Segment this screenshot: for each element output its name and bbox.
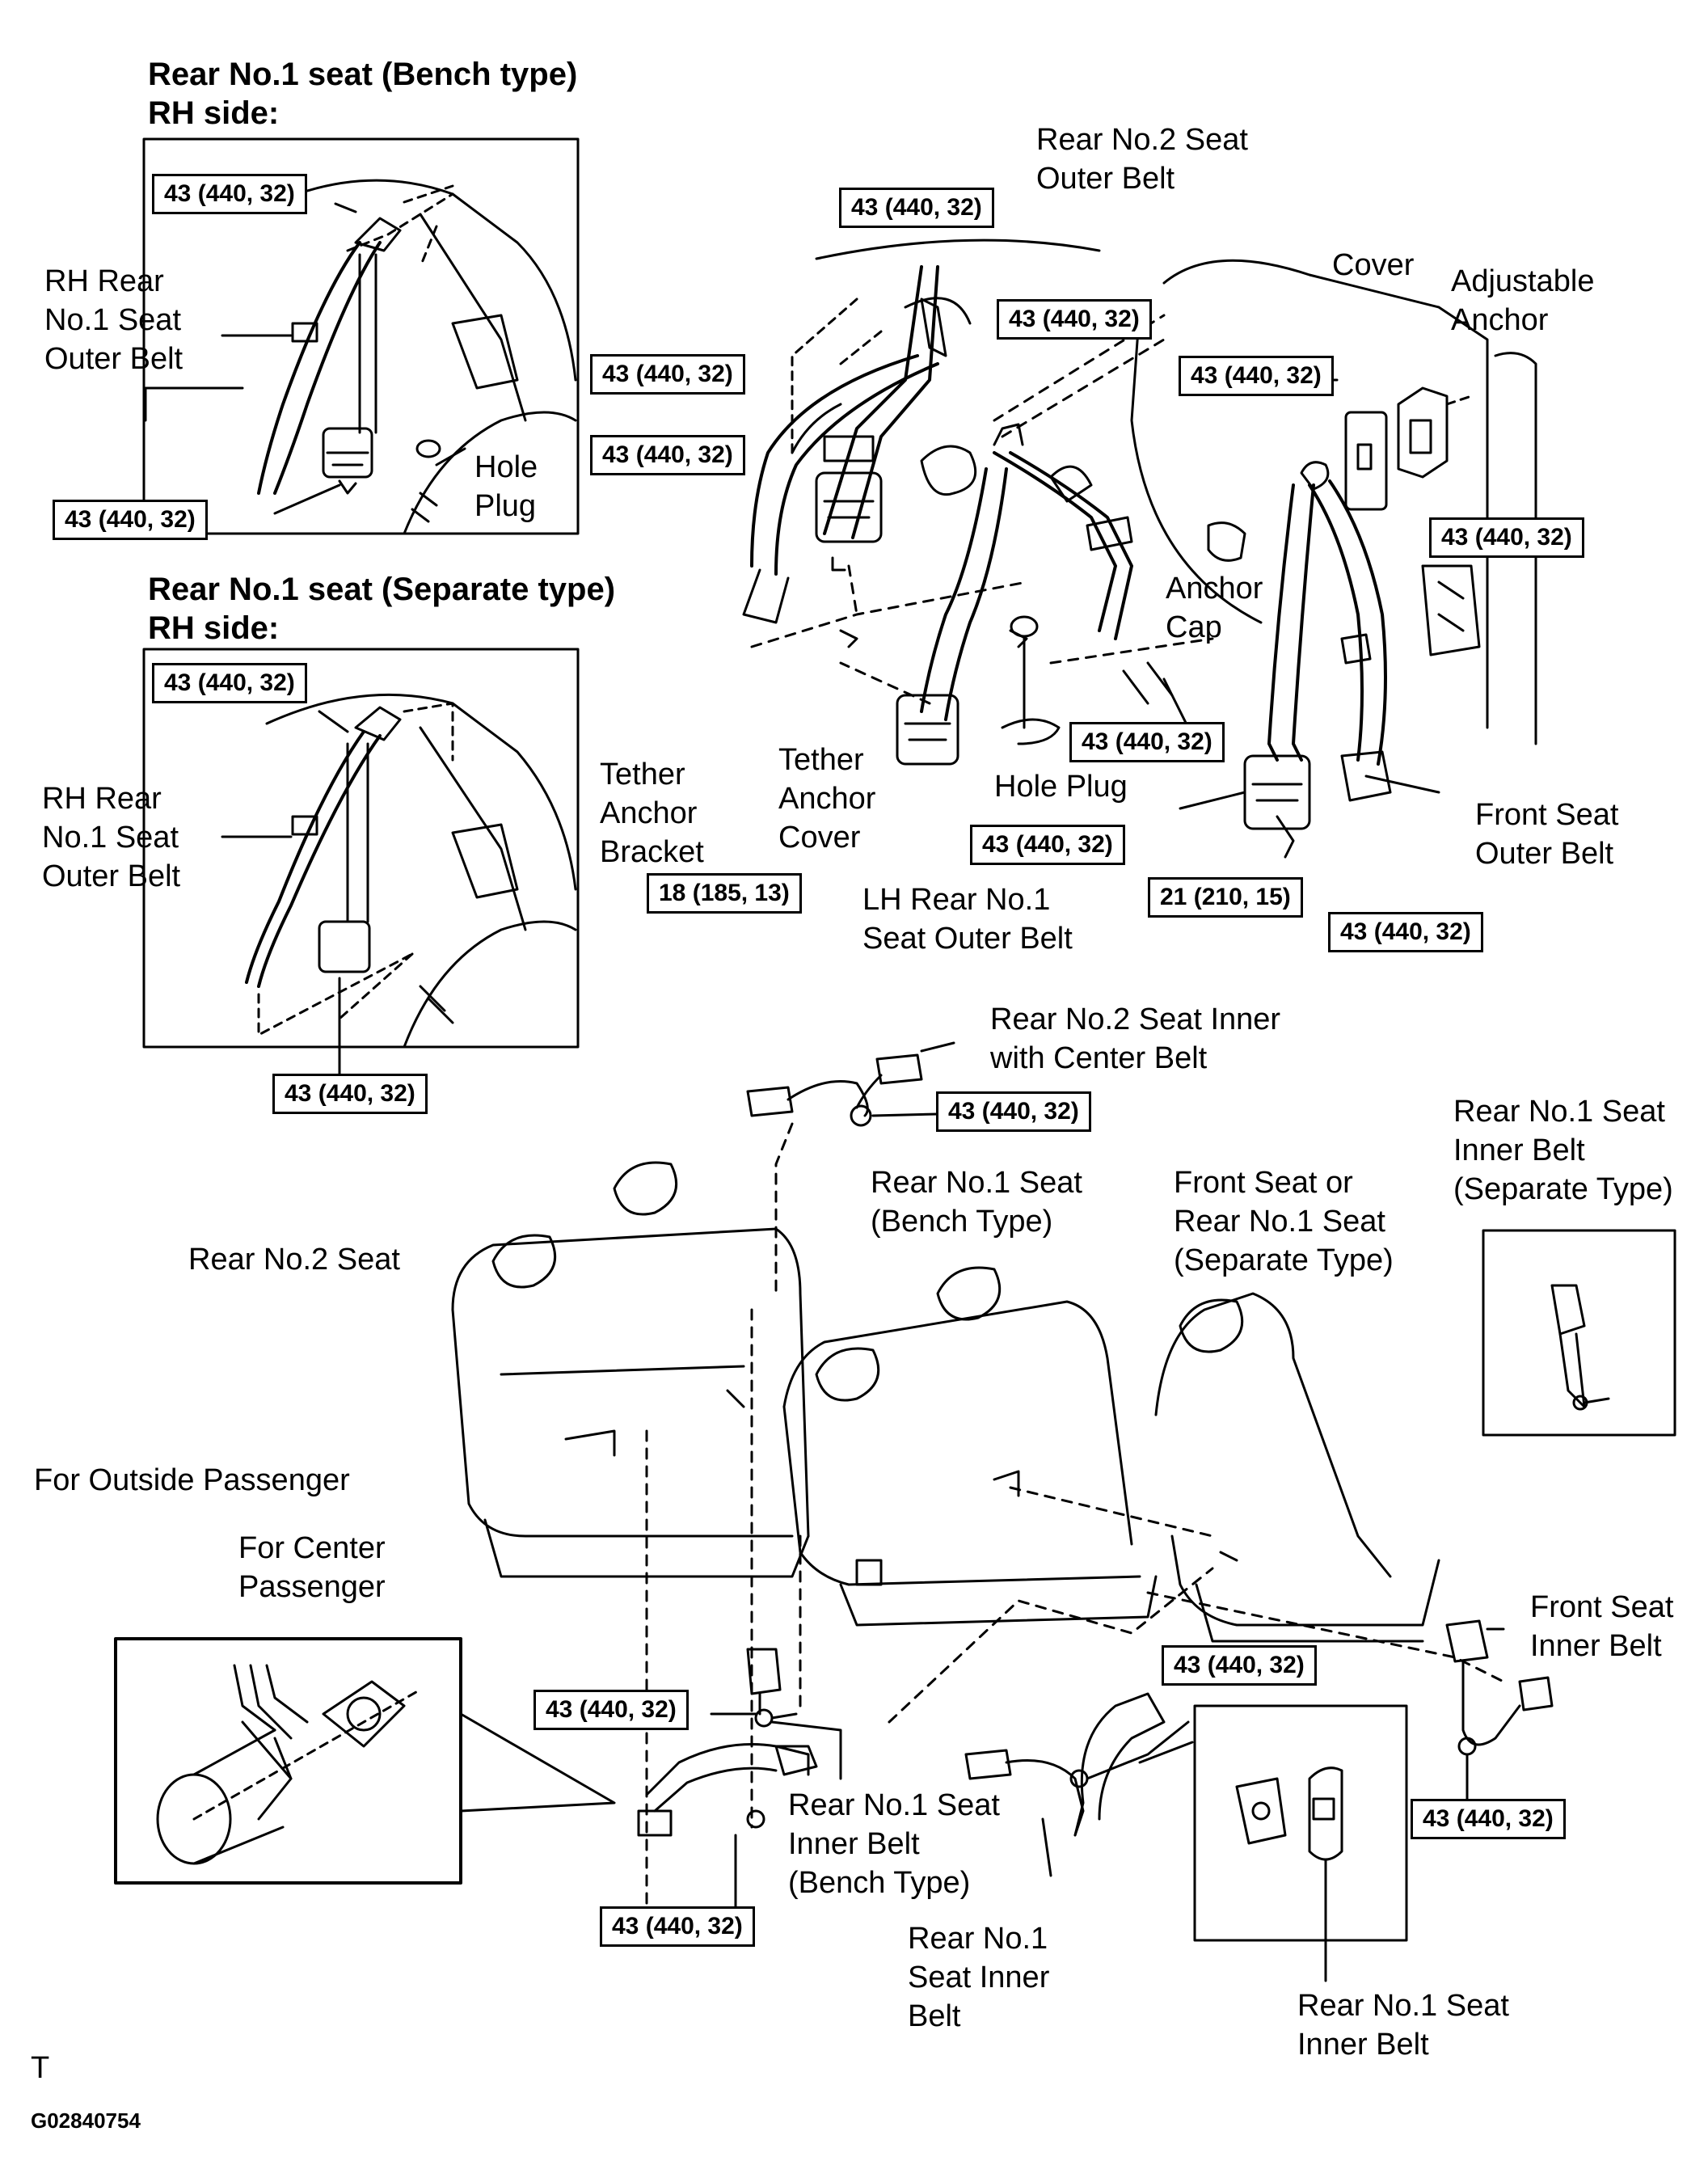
footer-mark: T [31,2051,50,2085]
label-rh-outer-bench-1: RH Rear [44,264,164,298]
label-anchor-cap-2: Cap [1166,610,1222,644]
rear-no1-bench-seat [782,1266,1158,1627]
label-rh-outer-sep-2: No.1 Seat [42,821,179,855]
header-separate-type: Rear No.1 seat (Separate type) [148,572,616,607]
label-rear1-inner-2: Seat Inner [908,1961,1050,1994]
header-bench-side: RH side: [148,95,280,131]
label-front-or-rear-3: (Separate Type) [1174,1243,1394,1277]
label-anchor-cap-1: Anchor [1166,572,1263,606]
label-rear2-outer-2: Outer Belt [1036,162,1175,196]
label-rear2-inner-2: with Center Belt [990,1041,1208,1075]
label-front-inner-1: Front Seat [1530,1590,1674,1624]
label-rear1-inner-bench-2: Inner Belt [788,1827,920,1861]
label-rear1-inner-right-2: Inner Belt [1297,2028,1429,2062]
label-front-or-rear-2: Rear No.1 Seat [1174,1205,1385,1239]
label-rh-outer-sep-3: Outer Belt [42,859,181,893]
bench-inset-frame [142,137,580,535]
label-rear1-inner-sep-3: (Separate Type) [1453,1172,1673,1206]
label-rear1-inner-1: Rear No.1 [908,1922,1048,1956]
footer-code: G02840754 [31,2108,141,2133]
label-lh-outer-1: LH Rear No.1 [862,883,1051,917]
label-hole-plug-1: Hole [474,450,538,484]
label-tether-cover-1: Tether [778,743,864,777]
label-cover: Cover [1332,248,1415,282]
rear-no2-seat [451,1161,810,1578]
label-center-passenger-2: Passenger [238,1570,386,1604]
torque-box: 43 (440, 32) [53,500,208,540]
label-tether-cover-3: Cover [778,821,861,855]
label-adjustable-anchor-2: Anchor [1451,303,1549,337]
torque-box: 43 (440, 32) [152,174,307,214]
label-rear1-bench-seat-1: Rear No.1 Seat [871,1166,1082,1200]
label-hole-plug-2: Plug [474,489,537,523]
label-hole-plug-middle: Hole Plug [994,770,1128,804]
torque-box: 43 (440, 32) [1069,722,1225,762]
torque-box: 43 (440, 32) [272,1074,428,1114]
torque-box-tether-bolt: 18 (185, 13) [647,873,802,914]
front-or-rear-sep-seat [1154,1292,1440,1643]
torque-box: 43 (440, 32) [1429,517,1584,558]
torque-box-front-lower: 21 (210, 15) [1148,877,1303,918]
label-front-or-rear-1: Front Seat or [1174,1166,1353,1200]
label-rh-outer-bench-3: Outer Belt [44,342,183,376]
torque-box: 43 (440, 32) [600,1906,755,1947]
torque-box: 43 (440, 32) [1411,1799,1566,1839]
label-rear2-seat: Rear No.2 Seat [188,1243,400,1277]
label-front-outer-1: Front Seat [1475,798,1619,832]
header-separate-side: RH side: [148,610,280,646]
label-adjustable-anchor-1: Adjustable [1451,264,1595,298]
label-rear1-inner-sep-2: Inner Belt [1453,1133,1585,1167]
torque-box: 43 (440, 32) [936,1091,1091,1132]
sep-inner-belt-frame [1482,1229,1676,1437]
label-rear2-inner-1: Rear No.2 Seat Inner [990,1002,1281,1036]
label-tether-cover-2: Anchor [778,782,876,816]
label-tether-bracket-1: Tether [600,758,685,791]
label-front-inner-2: Inner Belt [1530,1629,1662,1663]
torque-box: 43 (440, 32) [1328,912,1483,952]
label-rear1-inner-right-1: Rear No.1 Seat [1297,1989,1509,2023]
label-rear2-outer-1: Rear No.2 Seat [1036,123,1248,157]
torque-box: 43 (440, 32) [590,354,745,395]
separate-inset-frame [142,648,580,1049]
label-tether-bracket-3: Bracket [600,835,704,869]
torque-box: 43 (440, 32) [839,188,994,228]
torque-box: 43 (440, 32) [1179,356,1334,396]
label-rear1-inner-sep-1: Rear No.1 Seat [1453,1095,1665,1129]
label-rear1-inner-bench-3: (Bench Type) [788,1866,971,1900]
torque-box: 43 (440, 32) [590,435,745,475]
torque-box: 43 (440, 32) [997,299,1152,340]
label-center-passenger-1: For Center [238,1531,386,1565]
label-rh-outer-bench-2: No.1 Seat [44,303,181,337]
label-front-outer-2: Outer Belt [1475,837,1614,871]
label-tether-bracket-2: Anchor [600,796,698,830]
torque-box: 43 (440, 32) [152,663,307,703]
torque-box: 43 (440, 32) [533,1690,689,1730]
torque-box: 43 (440, 32) [1162,1645,1317,1686]
inner-belt-detail-frame [1193,1704,1408,1942]
label-rear1-inner-3: Belt [908,1999,961,2033]
header-bench-type: Rear No.1 seat (Bench type) [148,57,578,92]
label-lh-outer-2: Seat Outer Belt [862,922,1073,956]
label-rear1-inner-bench-1: Rear No.1 Seat [788,1788,1000,1822]
label-rear1-bench-seat-2: (Bench Type) [871,1205,1053,1239]
label-outside-passenger: For Outside Passenger [34,1463,350,1497]
passenger-inset-frame [114,1637,462,1885]
label-rh-outer-sep-1: RH Rear [42,782,162,816]
torque-box: 43 (440, 32) [970,825,1125,865]
